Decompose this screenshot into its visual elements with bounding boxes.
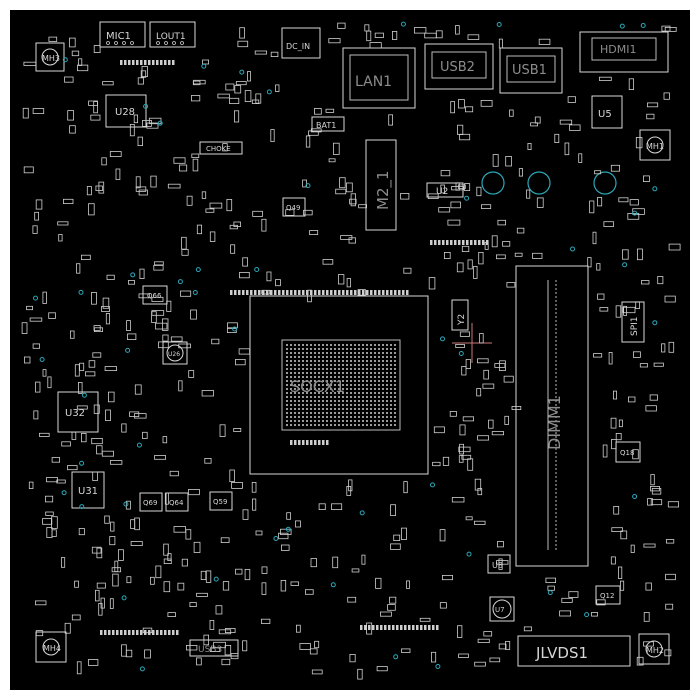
- svg-text:MH1: MH1: [646, 142, 664, 151]
- connector-m2-1: M2_1: [365, 139, 397, 231]
- crystal-y2: Y2: [451, 299, 469, 331]
- svg-text:USB1: USB1: [512, 63, 547, 78]
- svg-text:HDMI1: HDMI1: [600, 43, 636, 56]
- svg-text:USB2: USB2: [440, 60, 475, 75]
- bga-grid: [286, 344, 396, 426]
- connector-dc-in: DC_IN: [281, 27, 321, 59]
- svg-text:MH3: MH3: [42, 54, 60, 63]
- chip-u8: U8: [487, 554, 511, 574]
- svg-text:SOCX1: SOCX1: [290, 377, 345, 396]
- mounting-via-2: [527, 171, 551, 195]
- mounting-hole-mh4: MH4: [35, 631, 67, 663]
- svg-text:LOUT1: LOUT1: [156, 32, 186, 42]
- transistor-q18: Q18: [615, 441, 641, 463]
- chip-u7: U7: [489, 596, 515, 622]
- mounting-hole-mh2: MH2: [638, 633, 670, 665]
- transistor-q12: Q12: [595, 585, 621, 605]
- svg-text:U5: U5: [598, 109, 612, 120]
- svg-text:MH2: MH2: [646, 646, 664, 655]
- connector-lout1: LOUT1: [149, 21, 196, 48]
- svg-text:Q64: Q64: [169, 499, 184, 507]
- transistor-q69: Q69: [139, 492, 163, 512]
- mounting-hole-mh1: MH1: [639, 129, 671, 161]
- svg-text:CHOKE: CHOKE: [206, 145, 231, 153]
- transistor-q66: Q66: [142, 285, 168, 305]
- svg-text:Q18: Q18: [620, 449, 634, 457]
- vias: [33, 21, 658, 672]
- chip-soc-socx1: SOCX1: [249, 295, 429, 475]
- svg-text:SPI1: SPI1: [630, 316, 640, 336]
- svg-text:U26: U26: [168, 351, 180, 358]
- passive-components: [21, 22, 681, 680]
- svg-text:LAN1: LAN1: [355, 74, 392, 90]
- slot-dimm1: DIMM1: [515, 265, 589, 567]
- connector-jlvds1: JLVDS1: [517, 635, 631, 667]
- svg-text:U8: U8: [492, 561, 503, 570]
- svg-text:MIC1: MIC1: [106, 31, 131, 42]
- chip-u26: U26: [162, 341, 188, 365]
- choke-top: CHOKE: [199, 141, 243, 155]
- connector-spi1: SPI1: [621, 301, 645, 343]
- connector-hdmi1: HDMI1: [579, 31, 669, 73]
- svg-text:U32: U32: [65, 408, 85, 419]
- connector-usb1: USB1: [499, 47, 563, 94]
- transistor-q64: Q64: [165, 492, 189, 512]
- transistor-q59: Q59: [209, 491, 233, 511]
- svg-text:JLVDS1: JLVDS1: [535, 644, 588, 662]
- svg-text:U2: U2: [436, 187, 448, 197]
- connector-mic1: MIC1: [99, 21, 146, 48]
- fiducial-marker: [452, 323, 492, 363]
- svg-text:M2_1: M2_1: [374, 170, 393, 210]
- svg-text:DC_IN: DC_IN: [286, 42, 310, 51]
- svg-text:DIMM1: DIMM1: [545, 395, 564, 450]
- svg-text:BAT1: BAT1: [316, 121, 336, 130]
- svg-text:Q49: Q49: [286, 204, 300, 212]
- transistor-q49: Q49: [282, 197, 306, 217]
- mounting-hole-mh3: MH3: [35, 42, 65, 72]
- svg-text:MH4: MH4: [43, 644, 61, 653]
- battery-bat1: BAT1: [311, 116, 345, 132]
- connector-usb2: USB2: [424, 43, 494, 90]
- svg-text:U28: U28: [115, 107, 135, 118]
- svg-text:Y2: Y2: [457, 314, 467, 326]
- svg-text:Q59: Q59: [213, 498, 227, 506]
- chip-u31: U31: [71, 471, 105, 509]
- mounting-via-1: [481, 171, 505, 195]
- mounting-via-3: [593, 171, 617, 195]
- chip-u28: U28: [105, 94, 147, 128]
- svg-text:Q12: Q12: [600, 592, 614, 600]
- svg-text:Q66: Q66: [147, 292, 162, 300]
- svg-text:U7: U7: [495, 606, 505, 614]
- svg-text:U31: U31: [78, 486, 98, 497]
- chip-u5: U5: [591, 95, 623, 129]
- svg-text:Q69: Q69: [143, 499, 157, 507]
